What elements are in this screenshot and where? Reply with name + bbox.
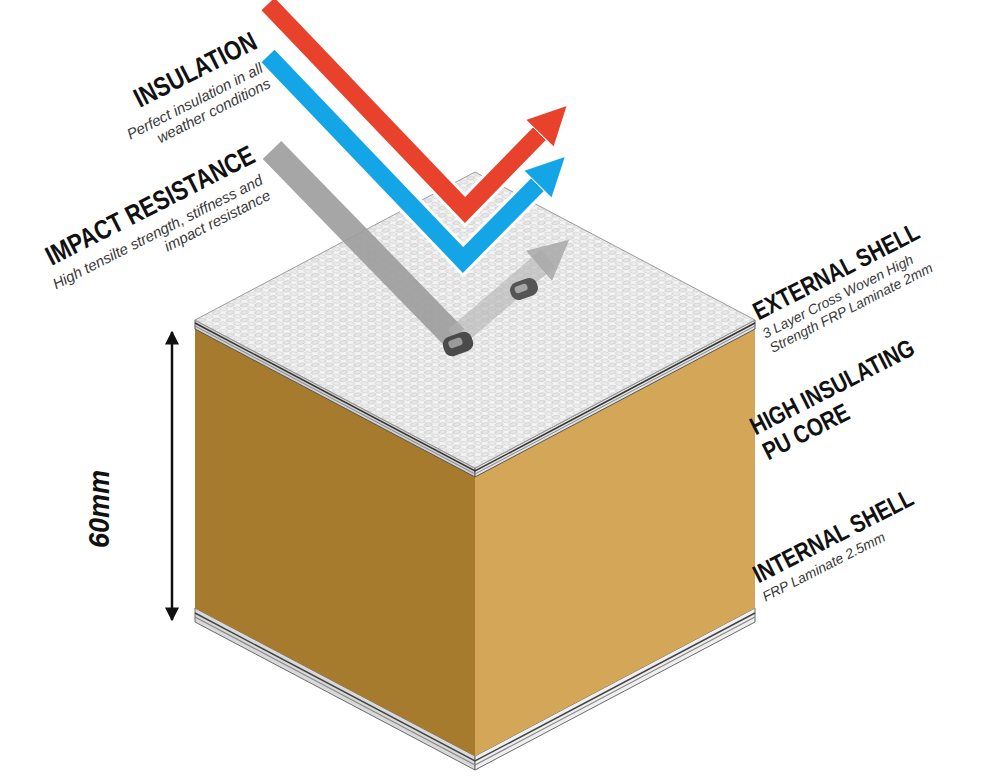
external-shell [195,172,755,477]
dimension-label: 60mm [82,470,116,548]
impact-particle [508,276,540,302]
layer-name: INTERNAL SHELL [748,483,918,588]
cold-arrow [268,56,546,260]
impact-particle [440,329,475,358]
dimension-arrow [171,332,174,620]
